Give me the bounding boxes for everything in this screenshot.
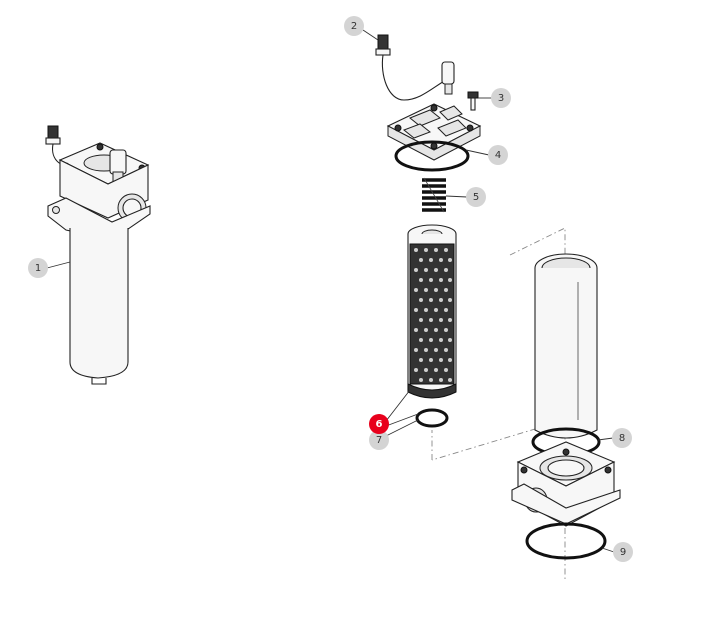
callout-2[interactable]: 2 [344, 16, 364, 36]
callout-2-bubble[interactable] [344, 16, 364, 36]
callout-9-bubble[interactable] [613, 542, 633, 562]
assembly-axis-line [431, 227, 566, 580]
callout-3-label: 3 [498, 93, 504, 104]
callout-7-bubble[interactable] [369, 430, 389, 450]
callout-4-label: 4 [495, 150, 501, 161]
callout-1-bubble[interactable] [28, 258, 48, 278]
callout-6-bubble[interactable] [369, 414, 389, 434]
part-base-oring [525, 522, 607, 560]
part-sensor-cable [375, 34, 455, 101]
assembled-filter [45, 125, 151, 385]
part-filter-element [407, 224, 457, 399]
callout-5[interactable]: 5 [466, 187, 486, 207]
callout-7[interactable]: 7 [369, 430, 389, 450]
callout-markers: 1 2 3 4 5 7 8 9 6 [28, 16, 633, 562]
callout-2-label: 2 [351, 21, 357, 32]
callout-9[interactable]: 9 [613, 542, 633, 562]
callout-5-label: 5 [473, 192, 479, 203]
callout-5-bubble[interactable] [466, 187, 486, 207]
part-bolt [467, 91, 479, 111]
part-housing-base [511, 441, 621, 527]
part-bowl [534, 253, 598, 439]
callout-7-label: 7 [376, 435, 382, 446]
callout-4[interactable]: 4 [488, 145, 508, 165]
callout-8-bubble[interactable] [612, 428, 632, 448]
callout-3-bubble[interactable] [491, 88, 511, 108]
callout-3[interactable]: 3 [491, 88, 511, 108]
callout-8[interactable]: 8 [612, 428, 632, 448]
part-cover [386, 103, 482, 161]
callout-1[interactable]: 1 [28, 258, 48, 278]
callout-4-bubble[interactable] [488, 145, 508, 165]
callout-6[interactable]: 6 [369, 414, 389, 434]
part-spring [422, 177, 446, 213]
callout-9-label: 9 [620, 547, 626, 558]
callout-8-label: 8 [619, 433, 625, 444]
callout-1-label: 1 [35, 263, 41, 274]
part-cover-oring [394, 140, 470, 172]
callout-6-label: 6 [376, 419, 383, 430]
part-element-oring [415, 408, 449, 428]
leader-lines [46, 29, 615, 553]
